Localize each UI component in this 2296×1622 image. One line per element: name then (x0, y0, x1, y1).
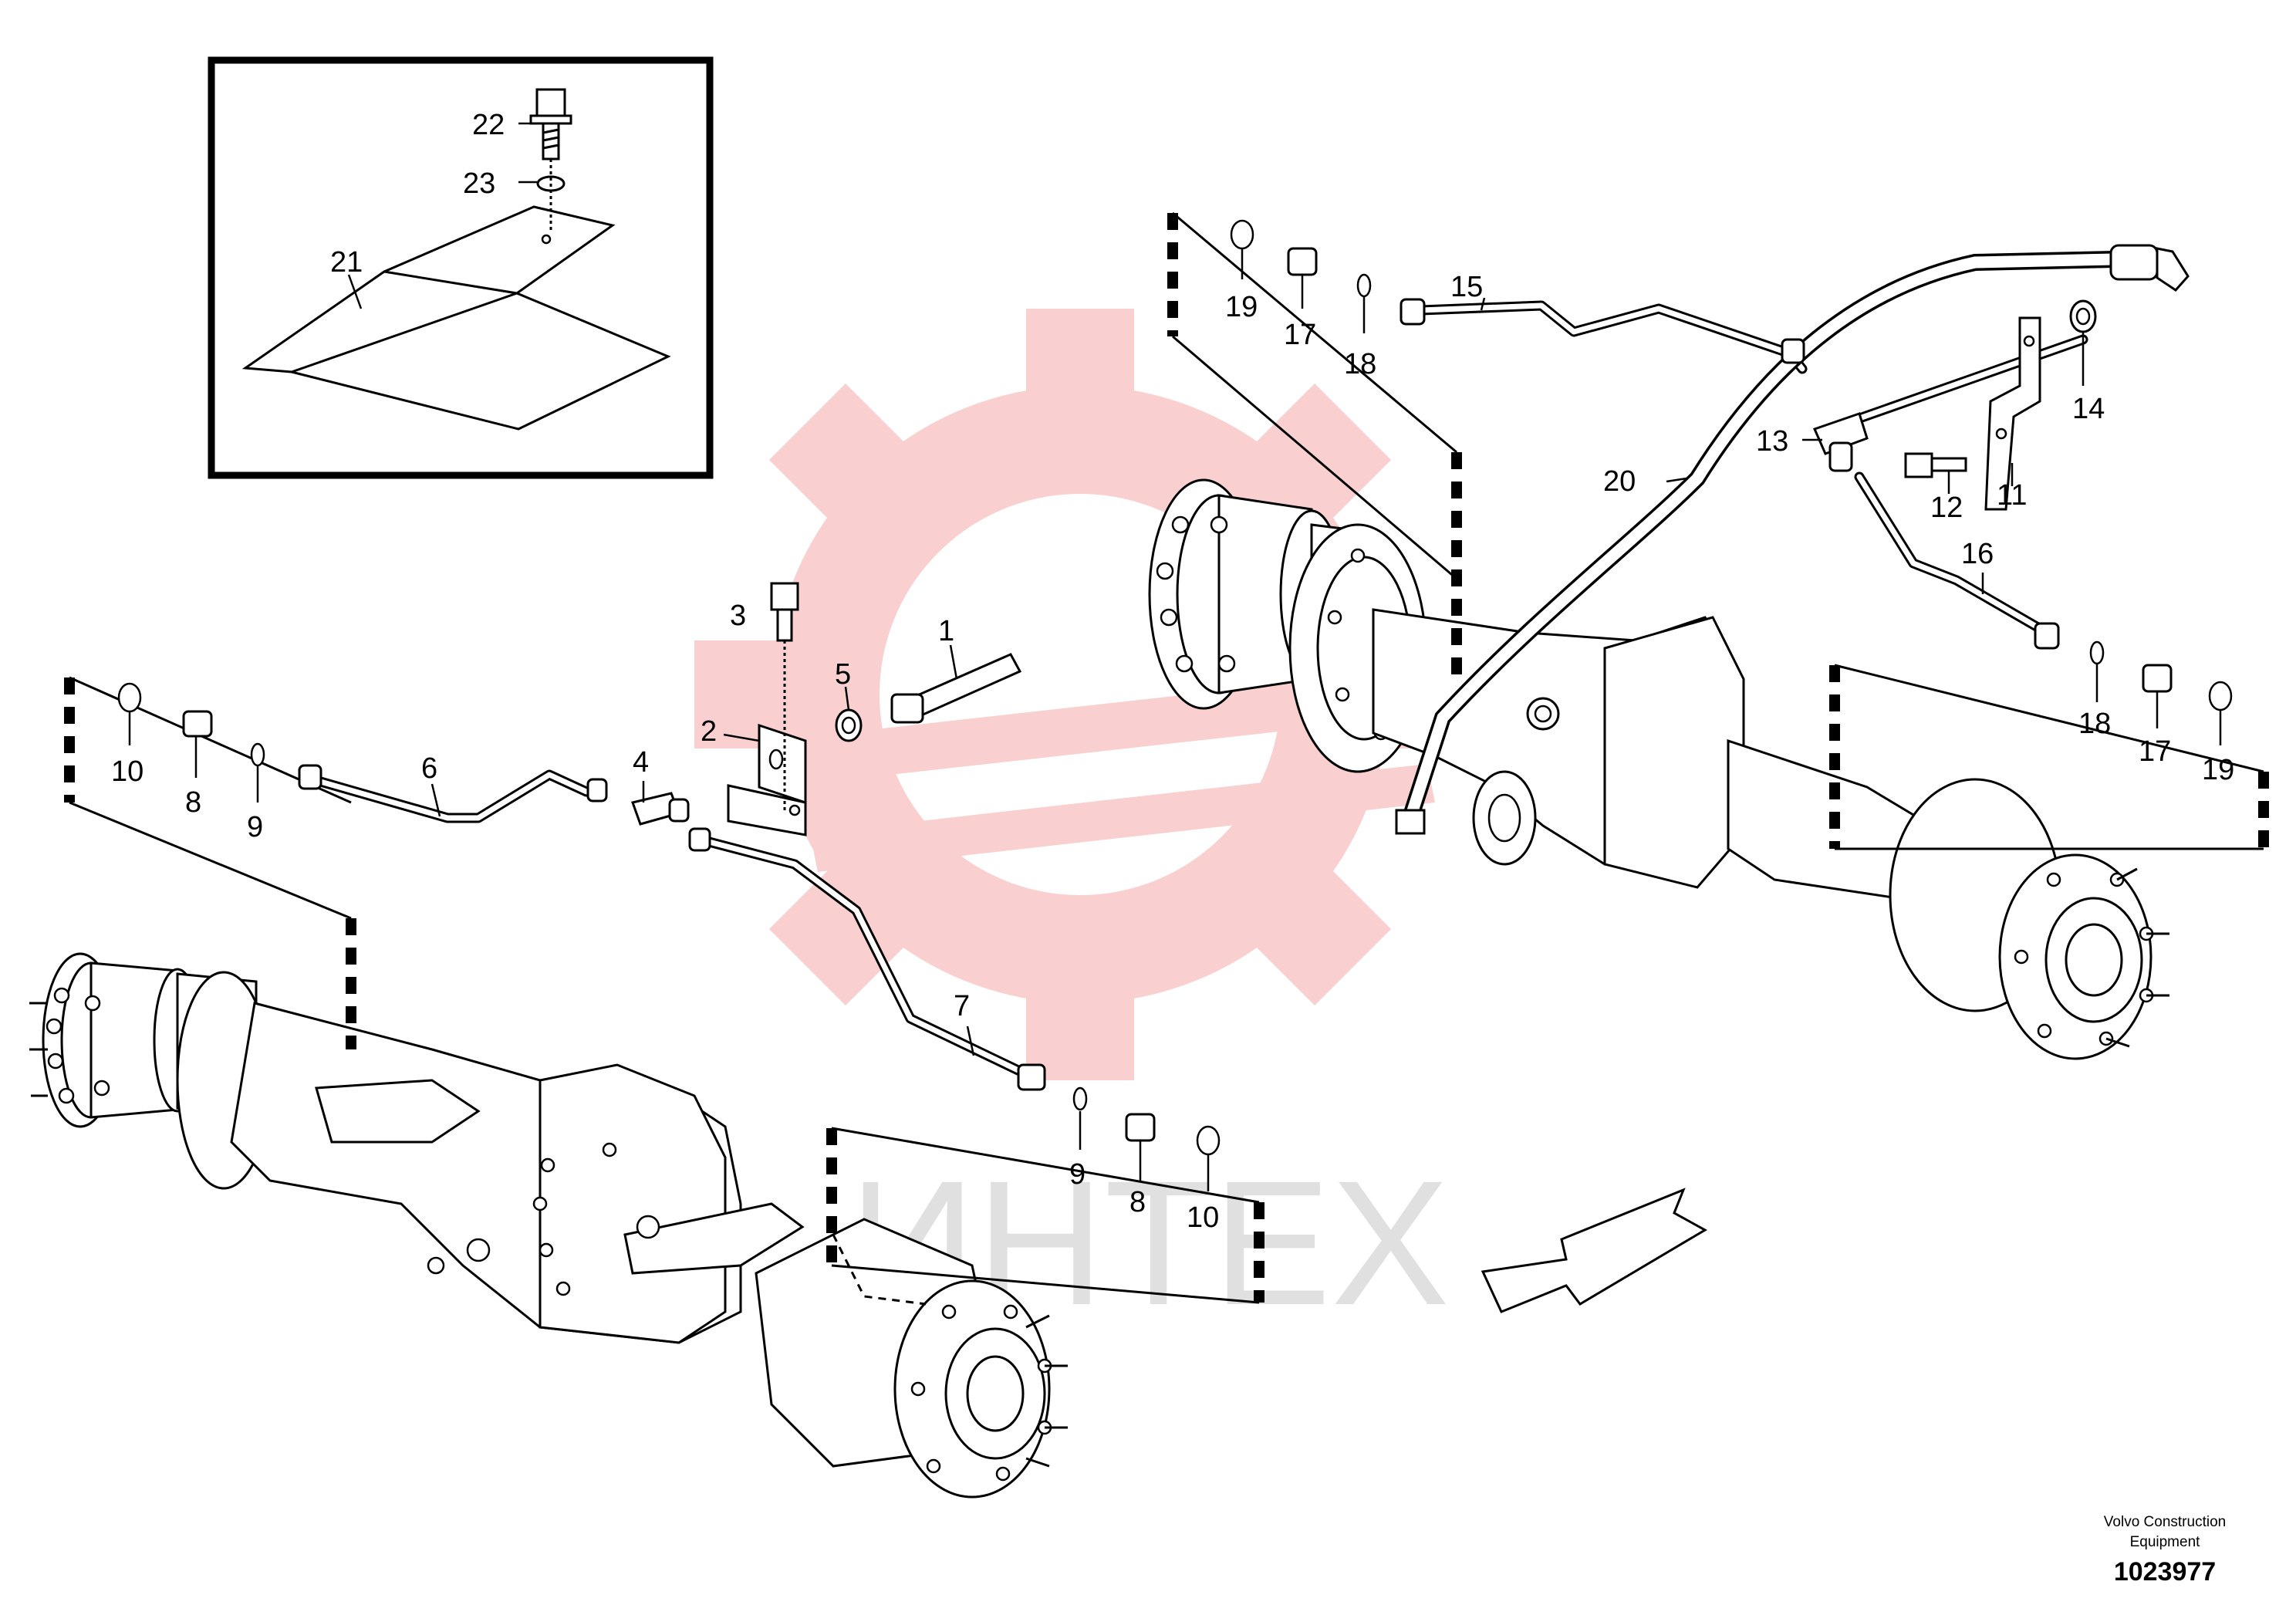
leader-lines (128, 248, 2222, 1191)
callout-6: 6 (421, 752, 437, 785)
drawing-number: 1023977 (2114, 1557, 2216, 1587)
callout-23: 23 (463, 167, 495, 200)
callout-19b: 19 (2202, 754, 2234, 786)
callout-13: 13 (1756, 425, 1788, 458)
callout-14: 14 (2072, 393, 2105, 425)
watermark-gear-logo (694, 309, 1474, 1080)
callout-5: 5 (835, 658, 851, 691)
callout-3: 3 (730, 600, 746, 632)
callout-11: 11 (1997, 479, 2027, 512)
company-name-line1: Volvo Construction (2104, 1514, 2226, 1530)
callout-15: 15 (1450, 271, 1483, 303)
callout-8b: 8 (1129, 1186, 1146, 1218)
callout-12: 12 (1930, 492, 1963, 524)
callout-10b: 10 (1187, 1201, 1219, 1234)
callout-16: 16 (1961, 538, 1994, 570)
callout-17a: 17 (1284, 319, 1316, 351)
section-outlines (64, 211, 2269, 1304)
inset-detail-box (208, 56, 714, 479)
callout-9a: 9 (247, 811, 263, 843)
flange-screw (529, 88, 572, 161)
callout-labels: 22 23 21 10 8 9 6 4 2 3 5 1 7 9 8 10 19 … (111, 109, 2234, 1234)
callout-22: 22 (472, 109, 505, 141)
callout-21: 21 (330, 246, 363, 279)
company-name-line2: Equipment (2130, 1534, 2201, 1550)
direction-arrow-icon (1481, 1188, 1708, 1313)
callout-1: 1 (938, 615, 954, 647)
front-axle-assembly (29, 952, 1068, 1499)
callout-8a: 8 (185, 786, 201, 819)
callout-4: 4 (633, 746, 649, 779)
callout-2: 2 (701, 715, 717, 748)
fittings (117, 219, 2233, 1156)
callout-20: 20 (1603, 465, 1636, 498)
callout-9b: 9 (1069, 1158, 1086, 1191)
callout-19a: 19 (1225, 291, 1258, 323)
callout-7: 7 (954, 990, 970, 1022)
callout-18b: 18 (2078, 708, 2111, 740)
callout-10a: 10 (111, 755, 144, 788)
callout-17b: 17 (2139, 735, 2171, 768)
callout-18a: 18 (1344, 348, 1376, 380)
brake-tubes (302, 244, 2190, 1080)
footer-block: Volvo Construction Equipment 1023977 (2104, 1514, 2226, 1587)
